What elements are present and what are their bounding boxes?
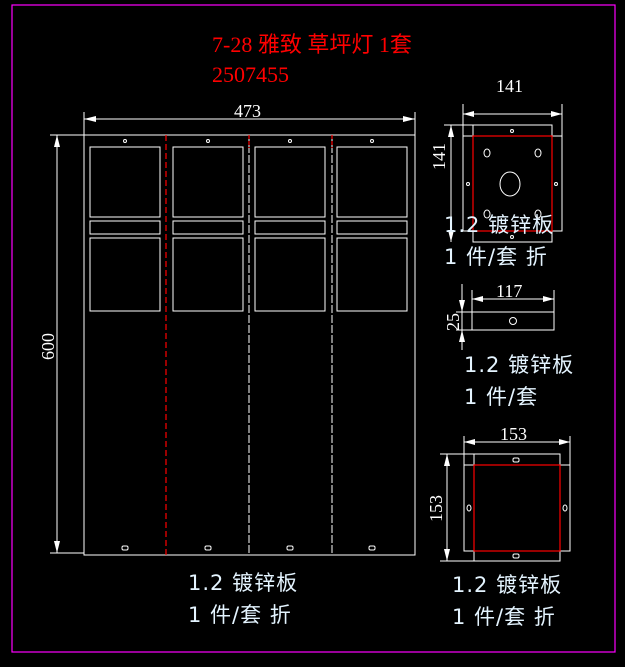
- top-plate-material: 1.2 镀锌板: [444, 213, 554, 237]
- middle-slot-cutout: [172, 220, 244, 235]
- main-width-dim: 473: [234, 101, 261, 121]
- mounting-hole: [288, 139, 292, 143]
- strip-view: 117 25: [443, 281, 555, 350]
- main-panel-view: 473 600: [38, 101, 416, 556]
- top-plate-quantity: 1 件/套 折: [444, 245, 548, 269]
- bottom-plate-material: 1.2 镀锌板: [452, 573, 562, 597]
- title-line1: 7-28 雅致 草坪灯 1套: [212, 32, 412, 57]
- lower-window-cutout: [172, 237, 244, 312]
- main-quantity: 1 件/套 折: [188, 603, 292, 627]
- drawing-border: [11, 4, 616, 653]
- strip-height-dim: 25: [443, 313, 463, 331]
- mounting-hole: [206, 139, 210, 143]
- middle-slot-cutout: [336, 220, 408, 235]
- bottom-slot: [368, 545, 376, 551]
- mounting-hole: [123, 139, 127, 143]
- bottom-plate-view: 153 153: [426, 424, 571, 562]
- title-line2: 2507455: [212, 62, 289, 87]
- middle-slot-cutout: [89, 220, 161, 235]
- upper-window-cutout: [89, 146, 161, 218]
- mounting-hole: [370, 139, 374, 143]
- upper-window-cutout: [172, 146, 244, 218]
- lower-window-cutout: [336, 237, 408, 312]
- strip-quantity: 1 件/套: [464, 385, 538, 409]
- bottom-slot: [204, 545, 212, 551]
- bottom-slot: [121, 545, 129, 551]
- upper-window-cutout: [336, 146, 408, 218]
- top-plate-height-dim: 141: [429, 143, 449, 170]
- lower-window-cutout: [89, 237, 161, 312]
- strip-material: 1.2 镀锌板: [464, 353, 574, 377]
- bottom-plate-width-dim: 153: [500, 424, 527, 444]
- top-plate-width-dim: 141: [496, 76, 523, 96]
- main-material: 1.2 镀锌板: [188, 571, 298, 595]
- bottom-plate-height-dim: 153: [426, 495, 446, 522]
- bottom-plate-quantity: 1 件/套 折: [452, 605, 556, 629]
- top-plate-view: 141 141: [429, 76, 563, 243]
- bottom-slot: [286, 545, 294, 551]
- main-height-dim: 600: [38, 333, 58, 360]
- upper-window-cutout: [254, 146, 326, 218]
- lower-window-cutout: [254, 237, 326, 312]
- middle-slot-cutout: [254, 220, 326, 235]
- strip-width-dim: 117: [496, 281, 522, 301]
